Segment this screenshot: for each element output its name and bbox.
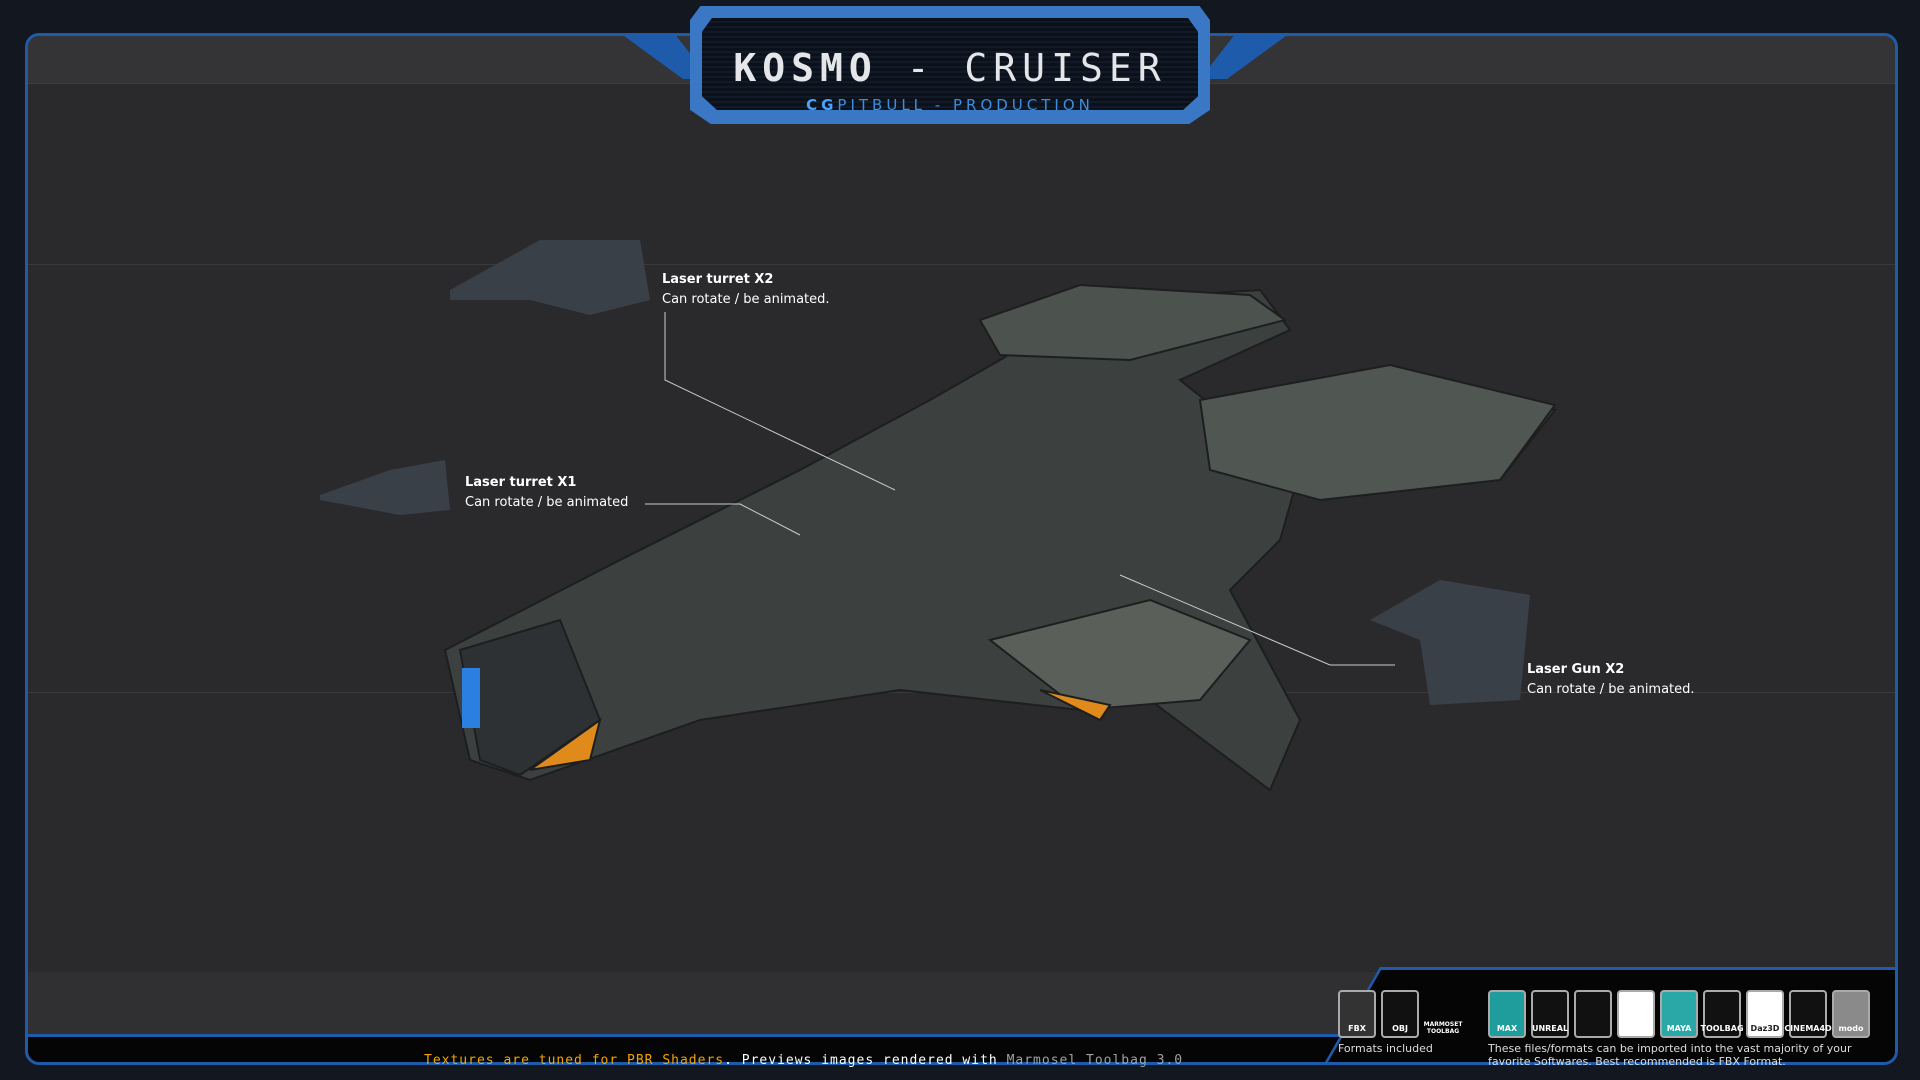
daz3d-icon: Daz3D (1746, 990, 1784, 1038)
laser-turret-x2-render (450, 240, 650, 315)
marmoset-icon: MARMOSET TOOLBAG (1423, 1021, 1463, 1035)
unity-icon (1574, 990, 1612, 1038)
marmoset-icon: TOOLBAG (1701, 990, 1744, 1038)
3dsmax-icon: MAX (1488, 990, 1526, 1038)
subtitle: CGPITBULL - PRODUCTION (806, 96, 1094, 114)
page-title: KOSMO - CRUISER (733, 46, 1167, 90)
laser-gun-x2-render (1370, 580, 1530, 705)
title-plate: KOSMO - CRUISER CGPITBULL - PRODUCTION (690, 6, 1210, 124)
formats-caption: Formats included (1338, 1042, 1433, 1055)
fbx-icon: FBX (1338, 990, 1376, 1038)
divider (28, 264, 1895, 265)
main-panel (25, 33, 1898, 1065)
modo-icon: modo (1832, 990, 1870, 1038)
blender-icon (1617, 990, 1655, 1038)
footer-note: Textures are tuned for PBR Shaders. Prev… (424, 1053, 1184, 1068)
maya-icon: MAYA (1660, 990, 1698, 1038)
cruiser-ship (443, 283, 1557, 792)
software-caption: These files/formats can be imported into… (1488, 1042, 1852, 1068)
formats-icons: FBX OBJ MARMOSET TOOLBAG (1338, 990, 1462, 1038)
unreal-icon: UNREAL (1531, 990, 1569, 1038)
laser-turret-x1-render (320, 460, 450, 515)
callout-lines (645, 312, 1395, 666)
cinema4d-icon: CINEMA4D (1784, 990, 1832, 1038)
obj-icon: OBJ (1381, 990, 1419, 1038)
